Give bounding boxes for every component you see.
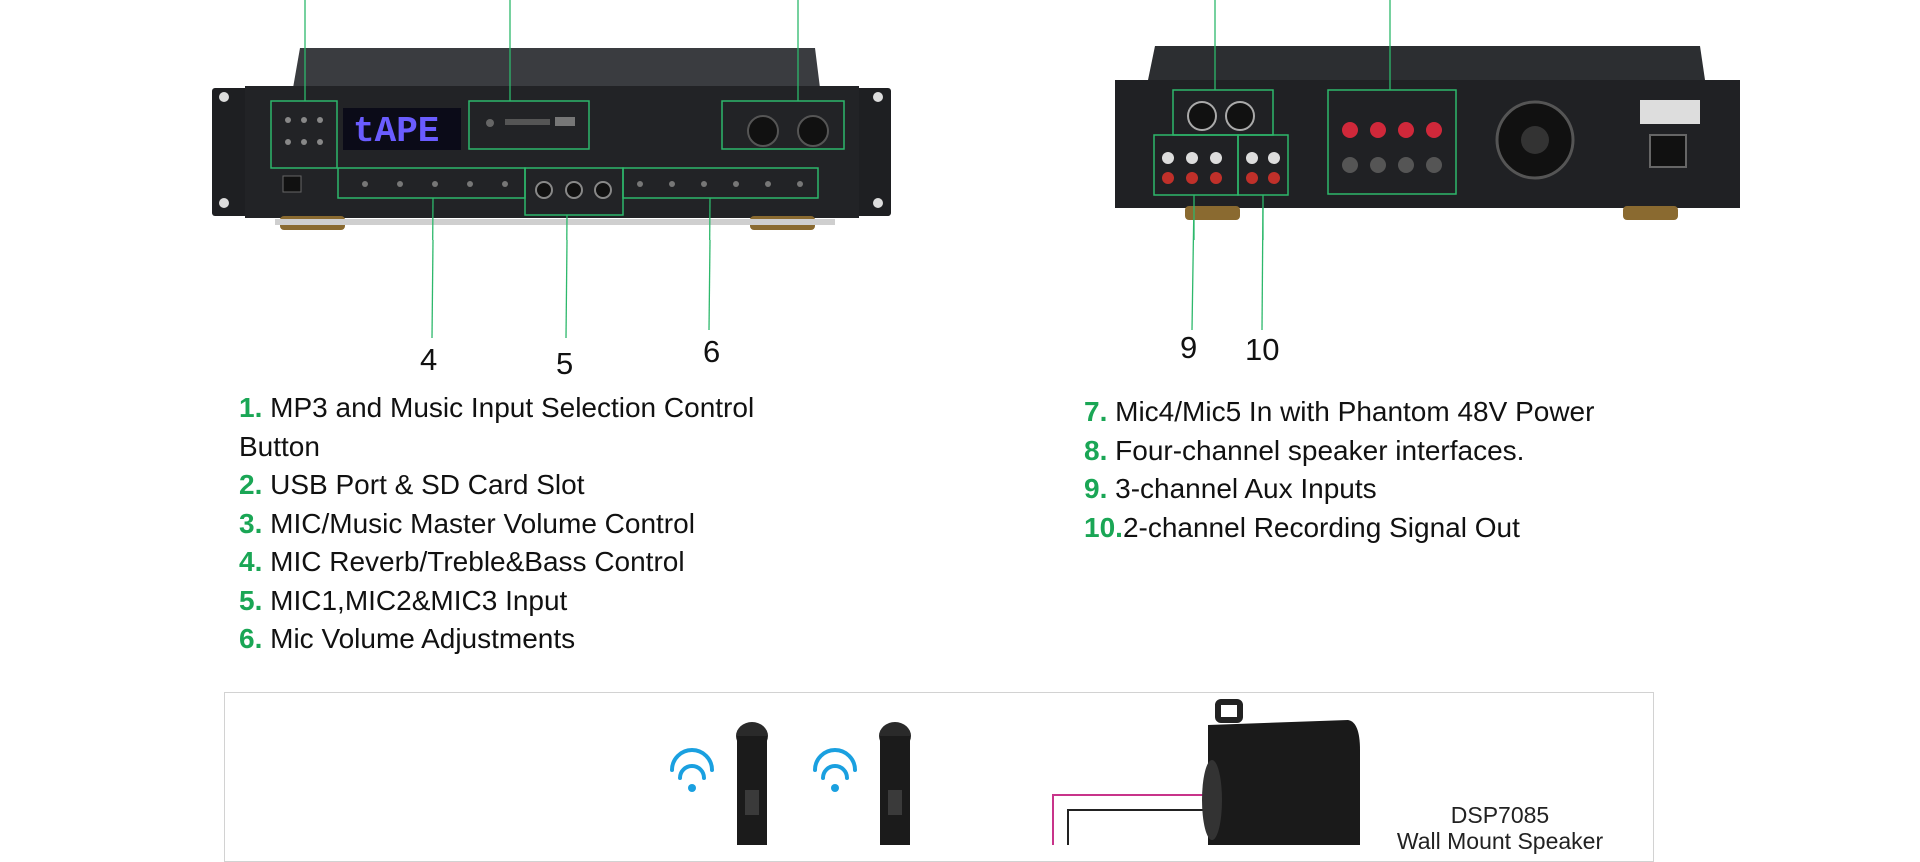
amplifier-rear-panel-image [1115,0,1740,240]
callout-number-4: 4 [420,342,438,377]
callout-number-5: 5 [556,346,574,381]
feature-item-9: 9. 3-channel Aux Inputs [1084,473,1377,504]
diagram-artwork [670,699,1360,845]
feature-item-4: 4. MIC Reverb/Treble&Bass Control [239,546,685,577]
rear-features-list: 7. Mic4/Mic5 In with Phantom 48V Power 8… [1084,393,1704,547]
front-features-list: 1. MP3 and Music Input Selection Control… [239,389,839,659]
display-readout: tAPE [353,111,439,152]
feature-item-8: 8. Four-channel speaker interfaces. [1084,434,1525,466]
feature-item-2: 2. USB Port & SD Card Slot [239,469,585,500]
callout-number-9: 9 [1180,330,1198,365]
feature-item-6: 6. Mic Volume Adjustments [239,623,576,654]
callout-number-6: 6 [703,334,721,369]
callout-number-10: 10 [1245,332,1280,367]
speaker-model-label: DSP7085 [1450,802,1550,828]
feature-item-7: 7. Mic4/Mic5 In with Phantom 48V Power [1084,396,1595,427]
feature-item-10: 10.2-channel Recording Signal Out [1084,511,1520,543]
speaker-name-label: Wall Mount Speaker [1396,828,1604,854]
wireless-mic-2 [879,722,911,845]
feature-item-5: 5. MIC1,MIC2&MIC3 Input [239,584,568,616]
connection-diagram [224,692,1654,862]
wifi-icon [813,748,857,780]
wifi-icon [670,748,714,780]
feature-item-1: 1. MP3 and Music Input Selection Control… [239,392,755,462]
wireless-mic-1 [736,722,768,845]
amplifier-front-panel-image: tAPE [212,0,891,240]
feature-item-3: 3. MIC/Music Master Volume Control [239,507,695,539]
wall-speaker [1202,699,1360,845]
